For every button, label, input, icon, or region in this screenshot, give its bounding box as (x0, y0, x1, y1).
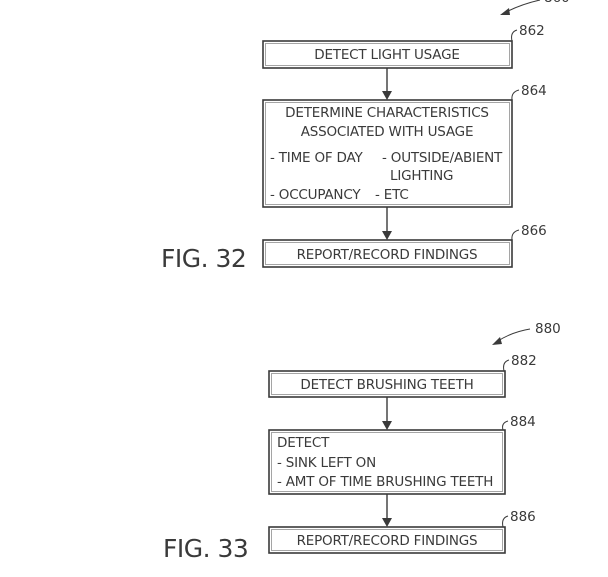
fig33-step-detect-brushing-teeth: DETECT BRUSHING TEETH 882 (268, 353, 537, 398)
fig32-ref-860-leader (505, 0, 541, 13)
fig33-ref-886-leader (502, 515, 509, 528)
fig32-ref-866-leader (511, 229, 520, 241)
fig32-step-864-bullet-time-of-day: - TIME OF DAY (270, 150, 363, 166)
fig33-step-884-box-inner (271, 432, 503, 492)
fig33-step-886-box (268, 526, 506, 554)
fig32-label: FIG. 32 (161, 244, 246, 273)
fig32-step-862-box (262, 40, 513, 69)
fig33-arrow-884-886-head (382, 518, 392, 527)
fig32-step-determine-characteristics: DETERMINE CHARACTERISTICS ASSOCIATED WIT… (262, 83, 547, 208)
fig32-step-864-bullet-outside-lighting: - OUTSIDE/ABIENT (382, 150, 503, 166)
fig32-arrow-864-866-head (382, 231, 392, 240)
fig32-arrow-862-864-head (382, 91, 392, 100)
fig33-step-884-box (268, 429, 506, 495)
fig33-ref-886: 886 (510, 509, 536, 525)
fig33-step-detect-details: DETECT - SINK LEFT ON - AMT OF TIME BRUS… (268, 414, 536, 495)
fig33-step-882-text: DETECT BRUSHING TEETH (300, 377, 473, 393)
fig33-step-report-record: REPORT/RECORD FINDINGS 886 (268, 509, 536, 554)
fig32-step-report-record: REPORT/RECORD FINDINGS 866 (262, 223, 547, 268)
fig32-step-864-title-line2: ASSOCIATED WITH USAGE (301, 124, 474, 140)
fig33-step-886-text: REPORT/RECORD FINDINGS (297, 533, 478, 549)
fig33-ref-882-leader (503, 359, 510, 372)
fig32-flowchart: 860 DETECT LIGHT USAGE 862 DETERMINE CHA… (161, 0, 570, 273)
fig32-ref-860: 860 (544, 0, 570, 6)
fig32-step-866-text: REPORT/RECORD FINDINGS (297, 247, 478, 263)
fig33-step-884-line-detect: DETECT (277, 435, 330, 451)
fig32-ref-866: 866 (521, 223, 547, 239)
fig33-step-886-box-inner (271, 529, 503, 551)
fig32-ref-864-leader (511, 89, 520, 101)
fig32-step-864-box-inner (265, 102, 510, 205)
fig32-step-864-bullet-occupancy: - OCCUPANCY (270, 187, 361, 203)
fig32-step-864-bullet-etc: - ETC (375, 187, 409, 203)
fig32-ref-862-leader (511, 29, 518, 42)
fig33-label: FIG. 33 (163, 534, 248, 563)
fig32-step-866-box-inner (265, 242, 510, 265)
fig33-ref-880: 880 (535, 321, 561, 337)
fig33-ref-882: 882 (511, 353, 537, 369)
fig33-ref-880-leader (497, 328, 531, 342)
fig33-step-884-line-sink-left-on: - SINK LEFT ON (277, 455, 376, 471)
fig32-ref-862: 862 (519, 23, 545, 39)
fig32-ref-860-arrowhead (500, 8, 510, 15)
fig32-step-864-bullet-lighting-cont: LIGHTING (390, 168, 453, 184)
fig33-ref-884-leader (502, 420, 509, 431)
fig32-ref-864: 864 (521, 83, 547, 99)
fig32-step-866-box (262, 239, 513, 268)
fig32-step-detect-light-usage: DETECT LIGHT USAGE 862 (262, 23, 545, 69)
fig33-flowchart: 880 DETECT BRUSHING TEETH 882 DETECT - S… (163, 321, 561, 563)
fig33-step-884-line-amt-of-time: - AMT OF TIME BRUSHING TEETH (277, 474, 493, 490)
fig32-step-864-title-line1: DETERMINE CHARACTERISTICS (285, 105, 489, 121)
fig33-ref-880-arrowhead (492, 337, 502, 345)
fig33-ref-884: 884 (510, 414, 536, 430)
fig32-step-862-text: DETECT LIGHT USAGE (314, 47, 459, 63)
fig33-step-882-box-inner (271, 373, 503, 395)
fig32-step-864-box (262, 99, 513, 208)
fig33-arrow-882-884-head (382, 421, 392, 430)
fig32-step-862-box-inner (265, 43, 510, 66)
